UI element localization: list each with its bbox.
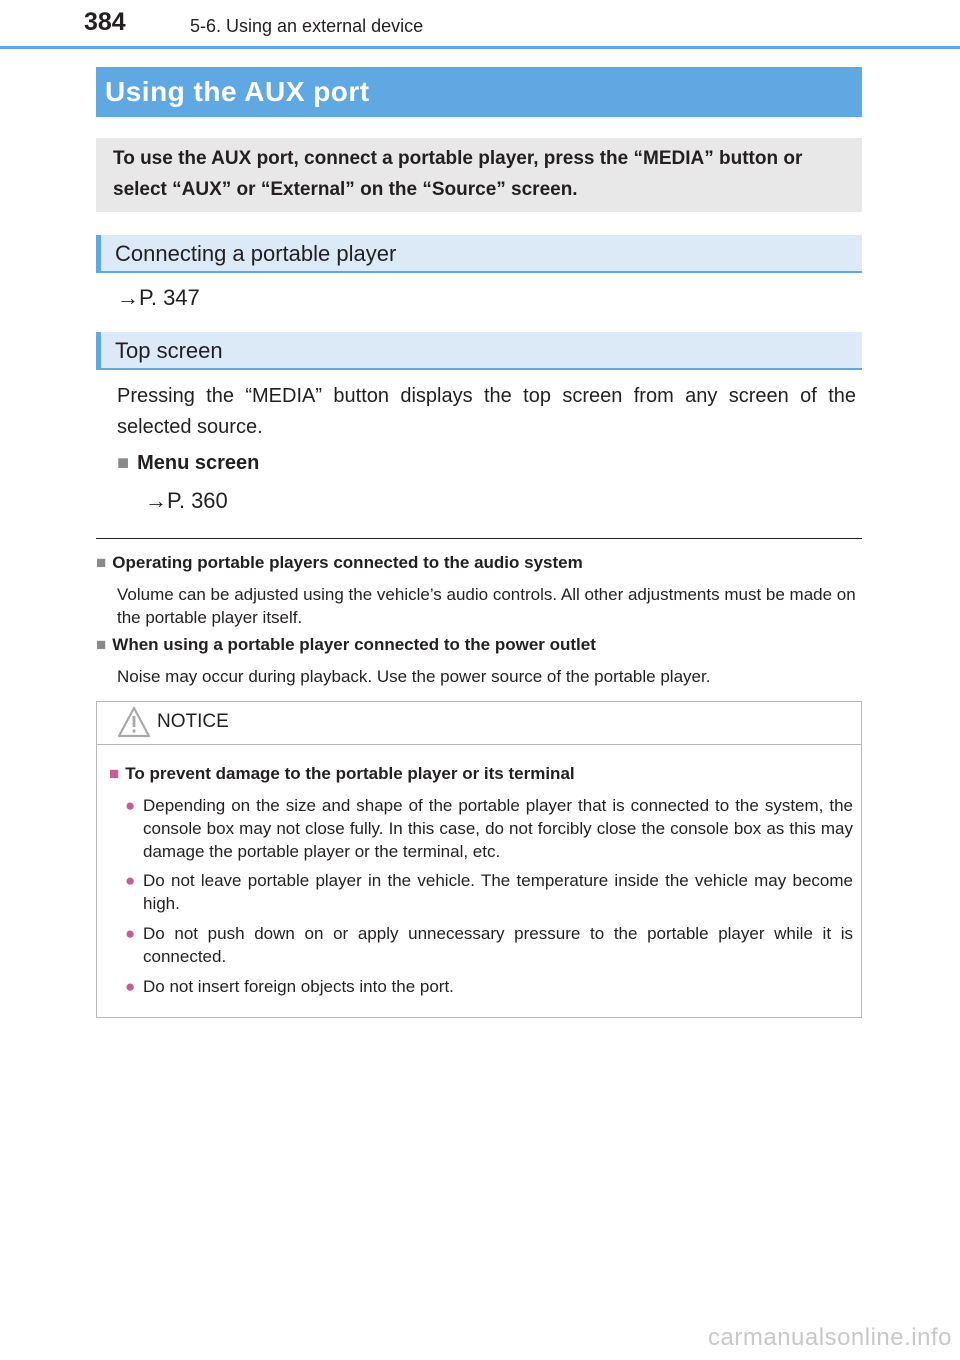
notice-label: NOTICE: [157, 711, 229, 732]
menu-screen-heading: ■ Menu screen: [117, 452, 259, 475]
menu-screen-label: Menu screen: [137, 452, 260, 474]
notice-bullet-text: Do not leave portable player in the vehi…: [143, 871, 853, 913]
warning-triangle-icon: [117, 706, 151, 738]
notice-bullet: ● Do not insert foreign objects into the…: [125, 975, 853, 998]
note-heading: ■ Operating portable players connected to…: [96, 553, 583, 573]
section-header: 5-6. Using an external device: [190, 16, 424, 36]
notice-box: NOTICE ■ To prevent damage to the portabl…: [96, 701, 862, 1018]
bullet-dot-icon: ●: [125, 796, 136, 815]
page-number: 384: [84, 8, 126, 36]
note-heading: ■ When using a portable player connected …: [96, 635, 596, 655]
notice-bullet: ● Do not push down on or apply unnecessa…: [125, 922, 853, 968]
note-body: Volume can be adjusted using the vehicle…: [117, 585, 856, 627]
notice-subheading: ■ To prevent damage to the portable playe…: [109, 764, 575, 784]
bullet-dot-icon: ●: [125, 871, 136, 890]
note-heading-text: Operating portable players connected to …: [112, 553, 583, 572]
intro-box: To use the AUX port, connect a portable …: [96, 138, 862, 212]
note-body: Noise may occur during playback. Use the…: [117, 667, 711, 686]
subheading-connecting: Connecting a portable player: [96, 235, 862, 273]
top-screen-paragraph: Pressing the “MEDIA” button displays the…: [117, 385, 856, 438]
watermark: carmanualsonline.info: [708, 1324, 952, 1351]
notice-bullet-text: Do not push down on or apply unnecessary…: [143, 924, 853, 966]
page-title: Using the AUX port: [105, 76, 370, 107]
notice-bullet-text: Do not insert foreign objects into the p…: [143, 977, 454, 996]
bullet-dot-icon: ●: [125, 977, 136, 996]
notice-bullet: ● Do not leave portable player in the ve…: [125, 869, 853, 915]
note-heading-text: When using a portable player connected t…: [112, 635, 596, 654]
page-reference-link[interactable]: →P. 347: [117, 285, 200, 310]
header-rule: [0, 46, 960, 49]
page-reference-link[interactable]: →P. 360: [145, 488, 228, 513]
square-bullet-icon: ■: [117, 452, 130, 474]
notice-bullet-text: Depending on the size and shape of the p…: [143, 796, 853, 861]
subheading-top-screen: Top screen: [96, 332, 862, 370]
bullet-dot-icon: ●: [125, 924, 136, 943]
notice-subheading-text: To prevent damage to the portable player…: [125, 764, 575, 783]
notice-header: NOTICE: [97, 702, 861, 745]
square-bullet-icon: ■: [96, 635, 107, 654]
notice-bullet: ● Depending on the size and shape of the…: [125, 794, 853, 863]
divider: [96, 538, 862, 539]
subheading-top-screen-label: Top screen: [115, 338, 223, 363]
page-title-bar: Using the AUX port: [96, 67, 862, 117]
square-bullet-icon: ■: [96, 553, 107, 572]
intro-text: To use the AUX port, connect a portable …: [113, 148, 803, 200]
subheading-connecting-label: Connecting a portable player: [115, 241, 397, 266]
square-bullet-icon: ■: [109, 764, 120, 783]
